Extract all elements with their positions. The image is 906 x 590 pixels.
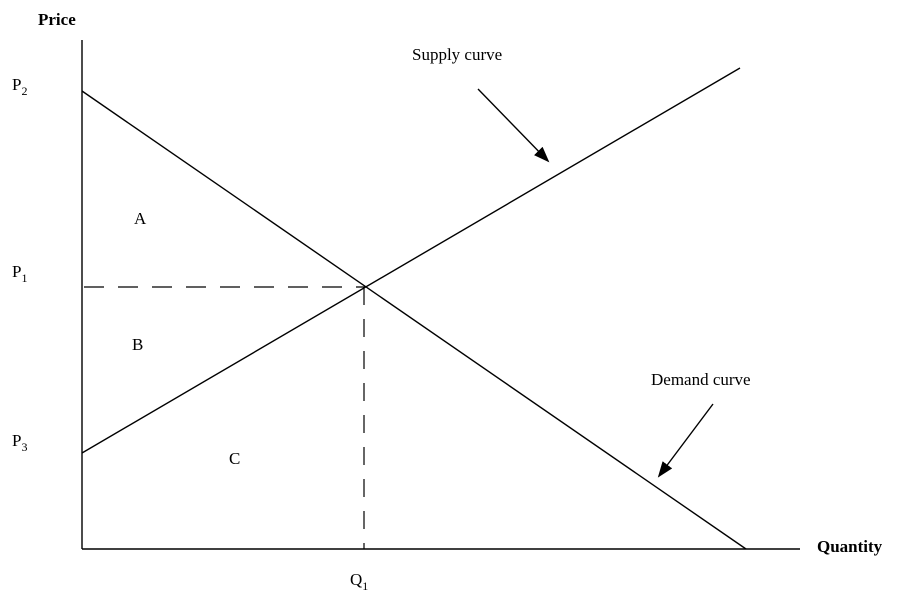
demand-curve-arrow: [657, 403, 714, 478]
quantity-label-q1: Q1: [350, 570, 368, 590]
supply-curve-arrow: [477, 88, 550, 163]
price-label-p1: P1: [12, 262, 27, 285]
demand-curve-line: [81, 90, 747, 550]
price-label-p3: P3: [12, 431, 27, 454]
demand-curve-label: Demand curve: [651, 370, 751, 389]
price-label-p2: P2: [12, 75, 27, 98]
supply-curve-label: Supply curve: [412, 45, 502, 64]
region-label-b: B: [132, 335, 143, 354]
region-label-a: A: [134, 209, 147, 228]
supply-curve-line: [81, 67, 741, 454]
x-axis-title: Quantity: [817, 537, 883, 556]
region-label-c: C: [229, 449, 240, 468]
y-axis-title: Price: [38, 10, 76, 29]
